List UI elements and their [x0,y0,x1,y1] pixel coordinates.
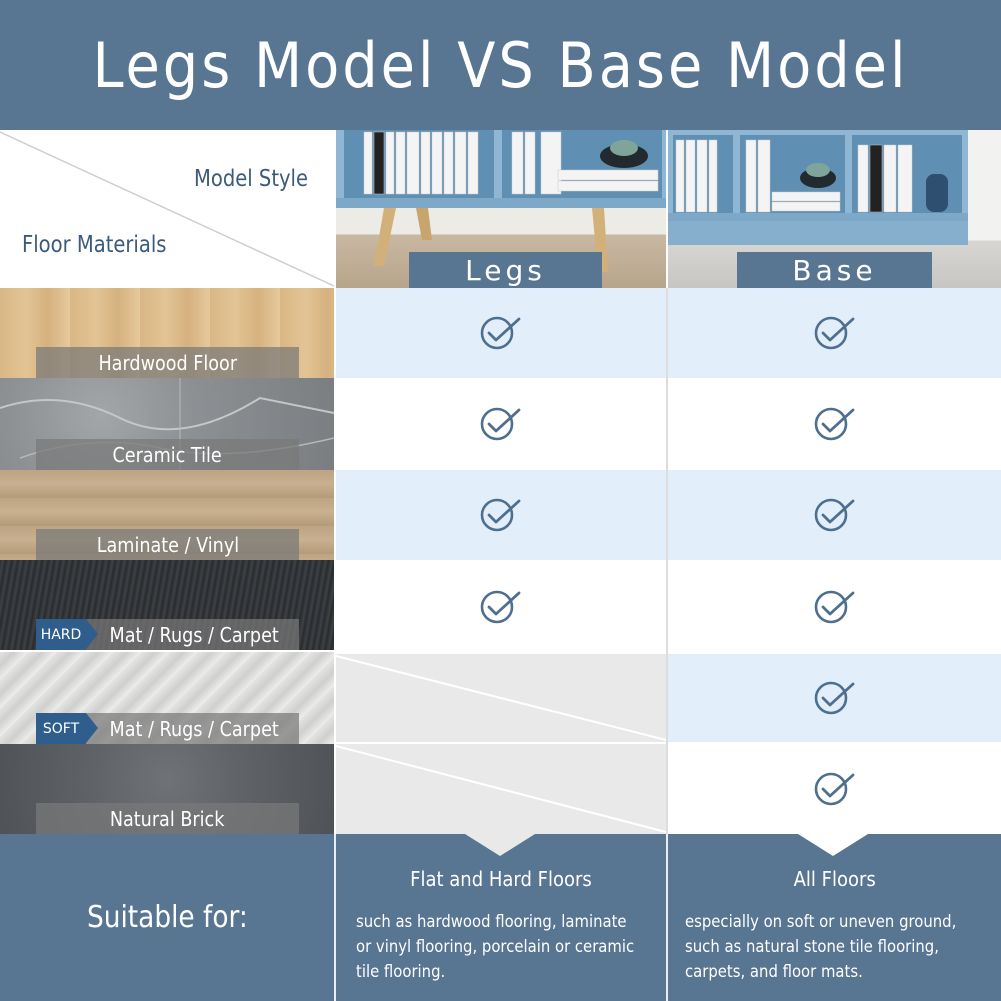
check-circle-icon [814,772,854,806]
footer-separator [666,834,668,1001]
page-title: Legs Model VS Base Model [0,0,1001,130]
check-circle-icon [480,498,521,532]
floor-laminate: Laminate / Vinyl [0,470,334,560]
base-suitable-title: All Floors [793,867,876,891]
base-cell-ceramic [668,378,1001,470]
corner-diagonal-line [0,131,334,287]
suitable-footer: Suitable for: Flat and Hard Floors such … [0,834,1001,1001]
legs-pointer-notch [465,834,535,856]
legs-model-tag: Legs [409,252,602,288]
cross-out-line [336,745,666,833]
soft-tag: SOFT [36,713,98,744]
base-cell-brick [668,744,1001,834]
base-model-image: Base [668,130,1001,288]
check-circle-icon [480,407,521,441]
check-circle-icon [814,316,854,350]
cross-out-line [336,655,666,741]
floor-hardwood: Hardwood Floor [0,288,334,378]
base-cell-soft-carpet [668,654,1001,742]
legs-cell-soft-carpet-unavailable [336,654,666,742]
legs-cell-hard-carpet [336,560,666,654]
base-model-tag: Base [737,252,932,288]
hard-tag: HARD [36,619,98,650]
floor-ceramic-tile: Ceramic Tile [0,378,334,470]
floor-label-hardwood: Hardwood Floor [36,347,299,378]
legs-bookcase-illustration [336,130,666,272]
floor-hard-carpet: HARD Mat / Rugs / Carpet [0,560,334,650]
base-cell-hardwood [668,288,1001,378]
base-pointer-notch [798,834,868,856]
footer-separator [334,834,336,1001]
legs-cell-laminate [336,470,666,560]
legs-cell-hardwood [336,288,666,378]
legs-suitable-description: such as hardwood flooring, laminate or v… [356,912,635,981]
floor-soft-carpet: SOFT Mat / Rugs / Carpet [0,652,334,744]
legs-suitable-column: Flat and Hard Floors such as hardwood fl… [336,834,666,1001]
check-circle-icon [814,590,854,624]
base-suitable-description: especially on soft or uneven ground, suc… [685,912,957,981]
base-cell-laminate [668,470,1001,560]
check-circle-icon [480,316,521,350]
floor-materials-label: Floor Materials [22,232,167,258]
legs-model-image: Legs [336,130,666,288]
floor-label-laminate: Laminate / Vinyl [36,529,299,560]
check-circle-icon [814,681,854,715]
base-bookcase-illustration [668,130,968,245]
column-divider [666,288,668,834]
legs-cell-brick-unavailable [336,744,666,834]
suitable-label: Suitable for: [86,900,248,935]
base-cell-hard-carpet [668,560,1001,654]
floor-label-brick: Natural Brick [36,803,299,834]
legs-cell-ceramic [336,378,666,470]
column-divider-left [334,130,336,834]
corner-header-cell: Model Style Floor Materials [0,130,334,288]
base-suitable-column: All Floors especially on soft or uneven … [668,834,1001,1001]
model-style-label: Model Style [194,166,309,192]
legs-suitable-title: Flat and Hard Floors [410,867,592,891]
check-circle-icon [814,498,854,532]
check-circle-icon [814,407,854,441]
check-circle-icon [480,590,521,624]
floor-label-ceramic: Ceramic Tile [36,439,299,470]
floor-natural-brick: Natural Brick [0,744,334,834]
